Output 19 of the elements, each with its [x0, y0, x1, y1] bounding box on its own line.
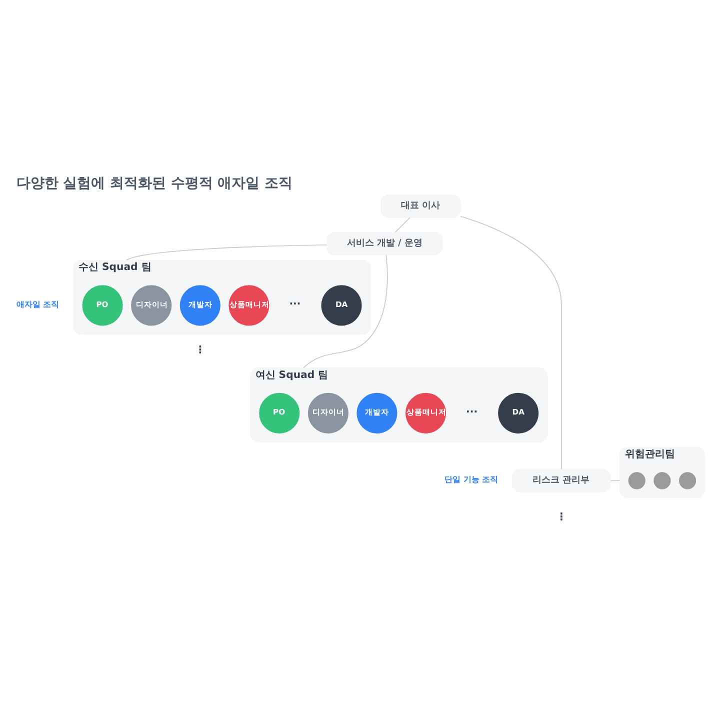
- cluster: 위험관리팀: [619, 446, 705, 498]
- label: 애자일 조직: [16, 298, 60, 308]
- label: ···: [466, 406, 478, 418]
- label: ⋮: [195, 344, 206, 356]
- node-box: 대표 이사: [380, 194, 461, 218]
- connector: [460, 215, 562, 470]
- connector: [126, 244, 327, 260]
- connector: [303, 254, 388, 368]
- connector: [610, 480, 620, 481]
- node-box: 리스크 관리부: [512, 468, 611, 492]
- label: 단일 기능 조직: [444, 474, 498, 484]
- label: ⋮: [556, 511, 566, 522]
- diagram-title: 다양한 실험에 최적화된 수평적 애자일 조직: [16, 175, 293, 192]
- connector: [395, 216, 410, 232]
- node-circle: [654, 472, 671, 489]
- label: ···: [289, 298, 301, 310]
- node-circle: [678, 472, 696, 489]
- node-circle: [628, 472, 646, 489]
- node-box: 서비스 개발 / 운영: [326, 231, 443, 255]
